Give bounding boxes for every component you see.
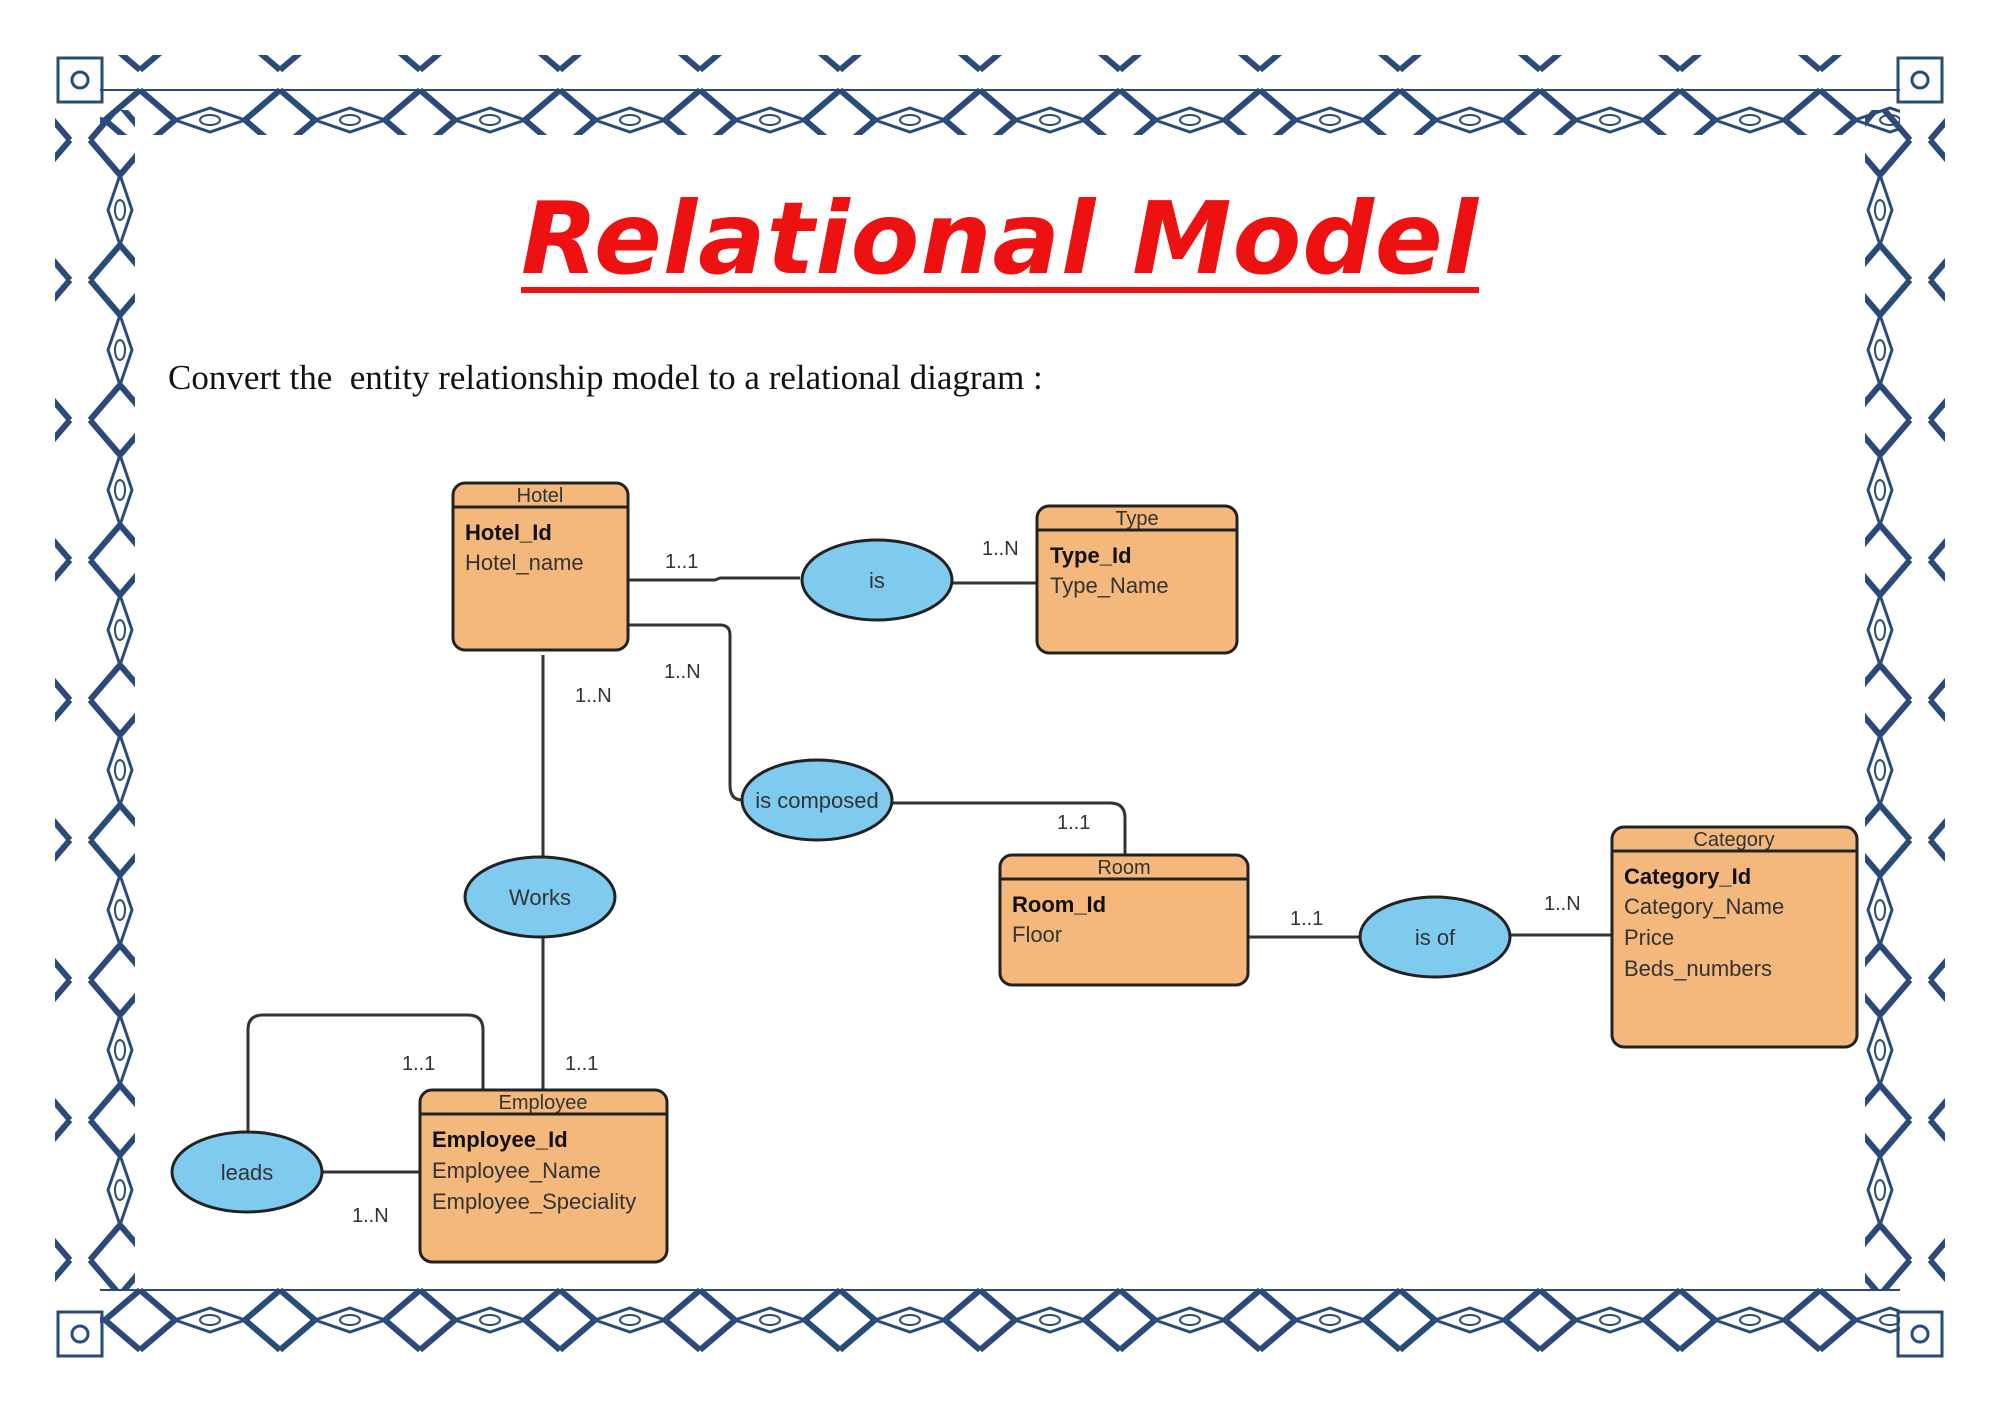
entity-hotel[interactable]: Hotel Hotel_Id Hotel_name (451, 481, 630, 652)
relationship-is-composed[interactable]: is composed (740, 758, 894, 842)
cardinality-type-is: 1..N (982, 538, 1019, 560)
entity-hotel-attr-0: Hotel_name (465, 550, 584, 575)
relationship-leads[interactable]: leads (170, 1130, 324, 1214)
cardinality-room-is-of: 1..1 (1290, 908, 1323, 930)
entity-category[interactable]: Category Category_Id Category_Name Price… (1610, 825, 1859, 1049)
cardinality-hotel-works: 1..N (575, 685, 612, 707)
line-composed-room (892, 801, 1127, 855)
cardinality-category-is-of: 1..N (1544, 893, 1581, 915)
relationship-leads-label: leads (221, 1160, 274, 1185)
relationship-is-label: is (869, 568, 885, 593)
entity-category-attr-0: Category_Name (1624, 894, 1784, 919)
entity-hotel-key: Hotel_Id (465, 520, 552, 545)
cardinality-employee-leads-side: 1..N (352, 1205, 389, 1227)
entity-employee-title: Employee (499, 1092, 588, 1114)
cardinality-room-composed: 1..1 (1057, 812, 1090, 834)
entity-category-key: Category_Id (1624, 864, 1751, 889)
entity-type-title: Type (1115, 508, 1158, 530)
entity-room-attr-0: Floor (1012, 922, 1062, 947)
line-hotel-composed (628, 623, 743, 802)
entity-category-title: Category (1693, 829, 1774, 851)
entity-room-key: Room_Id (1012, 892, 1106, 917)
connectors (246, 576, 1612, 1174)
entity-employee[interactable]: Employee Employee_Id Employee_Name Emplo… (418, 1088, 669, 1264)
cardinality-hotel-is: 1..1 (665, 551, 698, 573)
relationship-is-composed-label: is composed (755, 788, 879, 813)
entity-employee-attr-0: Employee_Name (432, 1158, 601, 1183)
page-title: Relational Model (520, 180, 1480, 297)
cardinality-hotel-composed: 1..N (664, 661, 701, 683)
cardinality-employee-works: 1..1 (565, 1053, 598, 1075)
entity-category-attr-2: Beds_numbers (1624, 956, 1772, 981)
instruction-text: Convert the entity relationship model to… (168, 358, 1043, 397)
entity-type-key: Type_Id (1050, 543, 1132, 568)
entity-category-attr-1: Price (1624, 925, 1674, 950)
entity-employee-key: Employee_Id (432, 1127, 568, 1152)
entity-room[interactable]: Room Room_Id Floor (998, 853, 1250, 987)
relationship-is-of-label: is of (1415, 925, 1456, 950)
line-leads-loop (246, 1013, 485, 1148)
relationship-is-of[interactable]: is of (1358, 895, 1512, 979)
entity-type-attr-0: Type_Name (1050, 573, 1169, 598)
cardinality-employee-leads-top: 1..1 (402, 1053, 435, 1075)
entity-hotel-title: Hotel (517, 485, 564, 507)
relationship-works-label: Works (509, 885, 571, 910)
relationship-is[interactable]: is (800, 538, 954, 622)
relationship-works[interactable]: Works (463, 855, 617, 939)
entity-room-title: Room (1097, 857, 1150, 879)
entity-type[interactable]: Type Type_Id Type_Name (1035, 504, 1239, 655)
line-hotel-is (628, 576, 800, 582)
entity-employee-attr-1: Employee_Speciality (432, 1189, 636, 1214)
